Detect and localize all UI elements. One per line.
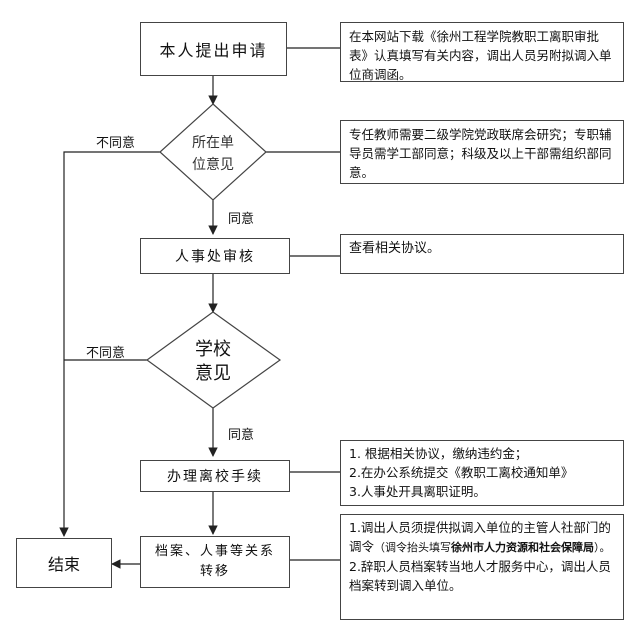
- agree-label-2: 同意: [228, 428, 255, 443]
- apply-note: 在本网站下载《徐州工程学院教职工离职审批表》认真填写有关内容，调出人员另附拟调入…: [340, 22, 624, 82]
- procedures-step: 办理离校手续: [140, 460, 290, 492]
- school-opinion-diamond: [145, 311, 282, 409]
- dept-opinion-label: 所在单 位意见: [170, 132, 256, 176]
- hr-note: 查看相关协议。: [340, 234, 624, 274]
- proc-note-line2: 2.在办公系统提交《教职工离校通知单》: [349, 465, 574, 480]
- agree-label-1: 同意: [228, 212, 255, 227]
- archive-label-line2: 转移: [199, 564, 230, 579]
- end-step: 结束: [16, 538, 112, 588]
- school-opinion-line1: 学校: [195, 339, 231, 360]
- archive-note: 1.调出人员须提供拟调入单位的主管人社部门的调令（调令抬头填写徐州市人力资源和社…: [340, 514, 624, 620]
- archive-label-line1: 档案、人事等关系: [154, 544, 275, 559]
- hr-review-label: 人事处审核: [175, 249, 255, 265]
- archive-note-1a: 1.调出人员须提供拟调入单位的主管人社部门的调令: [349, 520, 611, 554]
- school-opinion-label: 学校 意见: [170, 338, 256, 386]
- apply-step-label: 本人提出申请: [159, 41, 268, 60]
- hr-note-text: 查看相关协议。: [349, 241, 441, 256]
- archive-note-item2: 2.辞职人员档案转当地人才服务中心，调出人员档案转到调入单位。: [349, 559, 611, 593]
- disagree-label-1: 不同意: [96, 136, 136, 151]
- hr-review-step: 人事处审核: [140, 238, 290, 274]
- procedures-note: 1. 根据相关协议，缴纳违约金； 2.在办公系统提交《教职工离校通知单》 3.人…: [340, 440, 624, 506]
- dept-opinion-line2: 位意见: [192, 157, 234, 173]
- procedures-label: 办理离校手续: [167, 469, 263, 485]
- end-label: 结束: [47, 555, 80, 574]
- proc-note-line1: 1. 根据相关协议，缴纳违约金；: [349, 446, 528, 461]
- archive-note-1d: ）。: [594, 541, 611, 554]
- archive-step: 档案、人事等关系 转移: [140, 536, 290, 588]
- line-disagree-dept: [59, 151, 160, 537]
- archive-note-1b: （调令抬头填写: [374, 541, 452, 554]
- school-opinion-line2: 意见: [195, 363, 231, 384]
- dept-note: 专任教师需要二级学院党政联席会研究；专职辅导员需学工部同意；科级及以上干部需组织…: [340, 120, 624, 184]
- archive-note-item1: 1.调出人员须提供拟调入单位的主管人社部门的调令（调令抬头填写徐州市人力资源和社…: [349, 518, 615, 557]
- dept-note-text: 专任教师需要二级学院党政联席会研究；专职辅导员需学工部同意；科级及以上干部需组织…: [349, 127, 612, 180]
- proc-note-line3: 3.人事处开具离职证明。: [349, 484, 486, 499]
- apply-note-text: 在本网站下载《徐州工程学院教职工离职审批表》认真填写有关内容，调出人员另附拟调入…: [349, 29, 612, 82]
- dept-opinion-line1: 所在单: [192, 135, 234, 151]
- archive-note-1c: 徐州市人力资源和社会保障局: [451, 541, 595, 554]
- apply-step: 本人提出申请: [140, 22, 287, 76]
- disagree-label-2: 不同意: [86, 346, 126, 361]
- dept-opinion-diamond: [159, 103, 267, 201]
